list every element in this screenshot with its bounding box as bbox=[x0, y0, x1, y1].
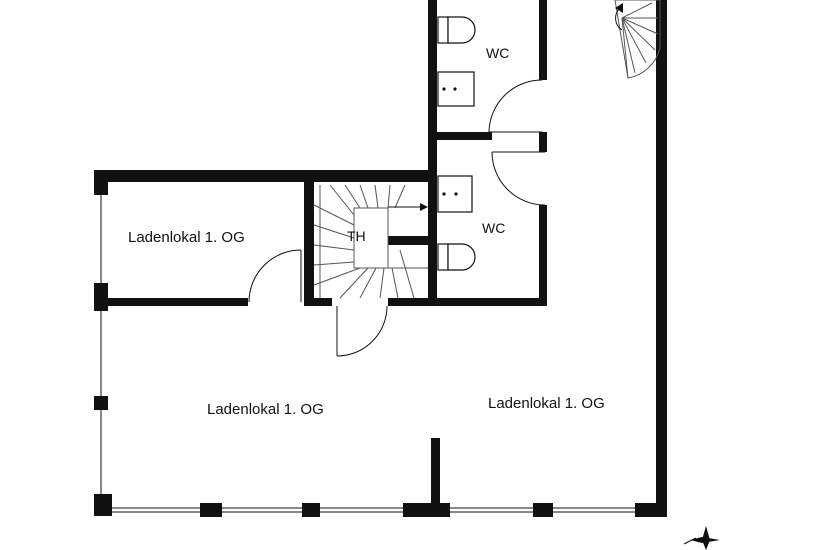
compass-rose-icon bbox=[683, 526, 720, 550]
room-label-shop-right: Ladenlokal 1. OG bbox=[488, 395, 605, 412]
sink-top bbox=[437, 71, 475, 107]
sink-bottom bbox=[437, 175, 473, 213]
stair-main bbox=[313, 184, 428, 299]
room-label-wc-top: WC bbox=[486, 45, 509, 61]
walls bbox=[94, 0, 667, 517]
toilet-bottom bbox=[437, 243, 476, 271]
room-label-wc-bottom: WC bbox=[482, 220, 505, 236]
room-label-shop-lower-left: Ladenlokal 1. OG bbox=[207, 401, 324, 418]
toilet-top bbox=[437, 16, 476, 44]
stair-spiral bbox=[614, 0, 661, 79]
room-label-stair-hall: TH bbox=[347, 228, 366, 244]
doors bbox=[248, 79, 546, 357]
room-label-shop-upper-left: Ladenlokal 1. OG bbox=[128, 229, 245, 246]
